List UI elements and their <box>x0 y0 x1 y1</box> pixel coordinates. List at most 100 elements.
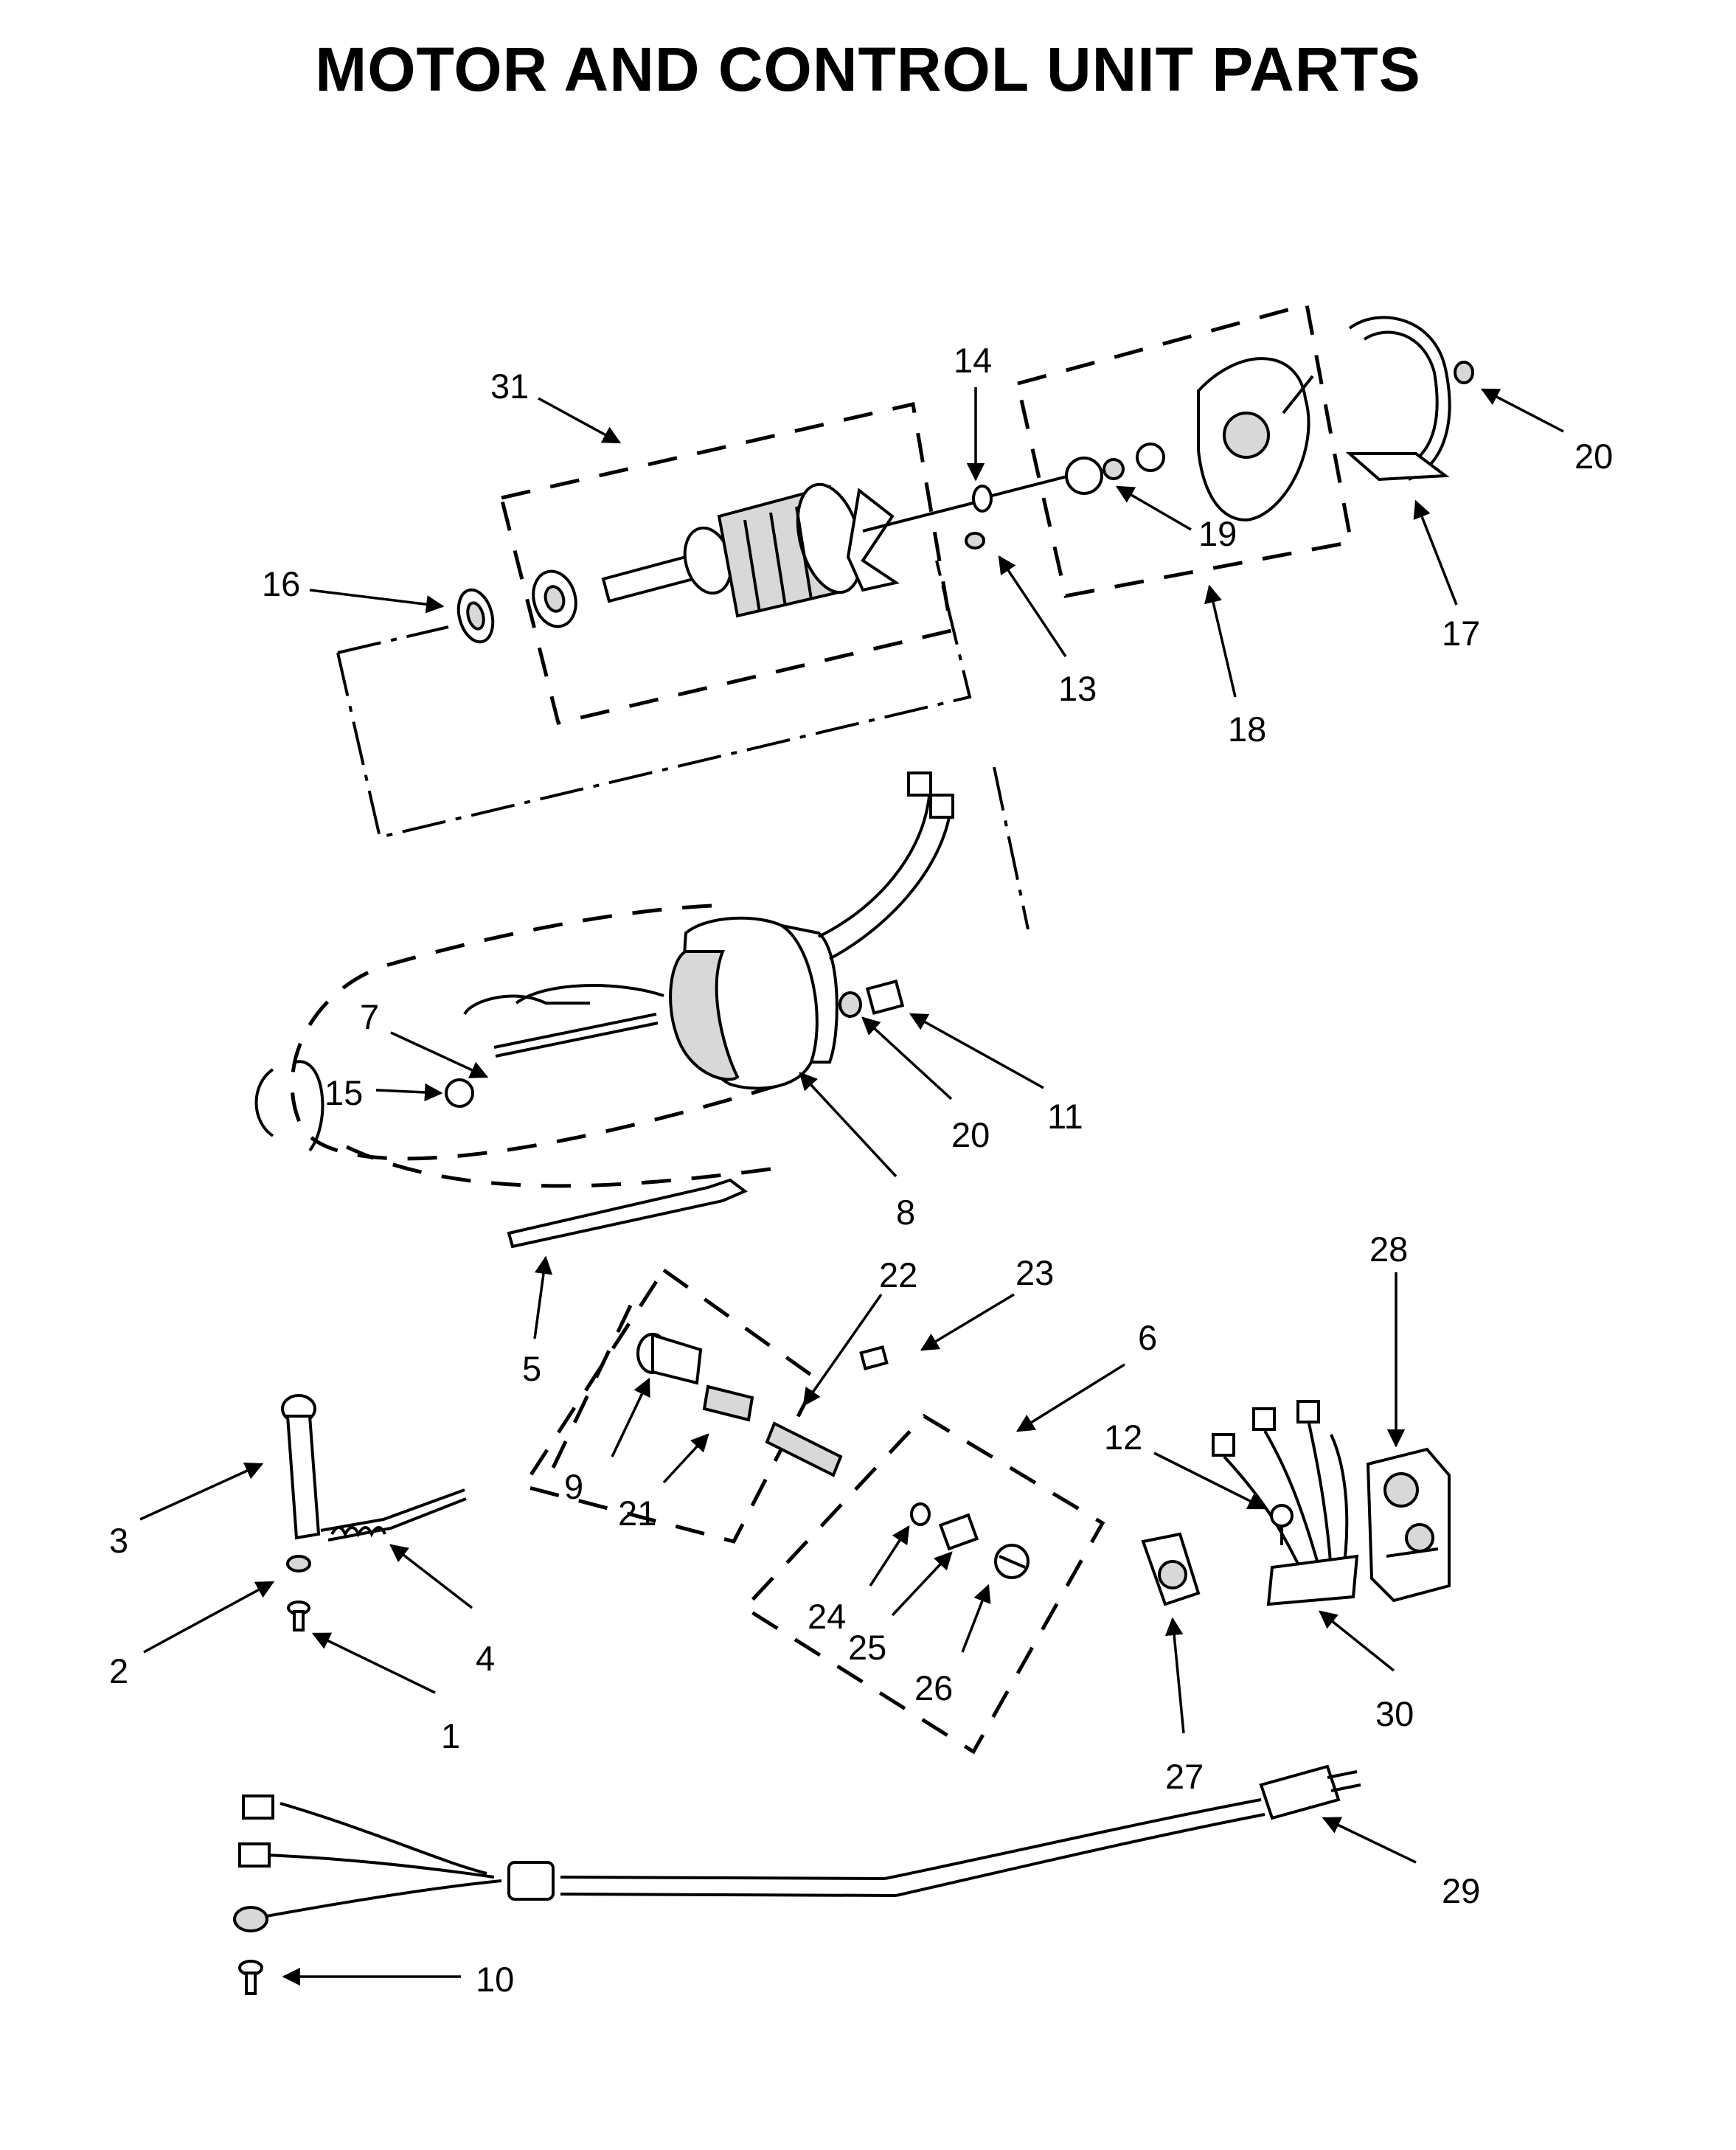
leader-27 <box>1164 1617 1185 1734</box>
leader-31 <box>538 397 622 444</box>
label-9: 9 <box>564 1467 583 1506</box>
screw-10 <box>238 1960 263 1995</box>
leader-4 <box>389 1544 473 1609</box>
motor-housing-8 <box>669 771 954 1090</box>
spring-23 <box>859 1345 889 1370</box>
contact-24 <box>910 1502 931 1526</box>
leader-1 <box>311 1632 436 1694</box>
leader-20-top <box>1480 388 1564 433</box>
leader-11 <box>909 1013 1044 1089</box>
control-board-30 <box>1212 1400 1359 1606</box>
leader-19 <box>1115 485 1192 531</box>
nut-20-top <box>1454 361 1474 384</box>
label-10: 10 <box>476 1960 514 1999</box>
phase-control-27 <box>1141 1532 1201 1606</box>
armature-assembly-outline <box>499 401 954 725</box>
label-24: 24 <box>808 1597 846 1636</box>
leader-29 <box>1322 1817 1417 1864</box>
label-12: 12 <box>1104 1418 1142 1457</box>
label-26: 26 <box>914 1668 953 1707</box>
leader-21 <box>662 1433 709 1484</box>
label-18: 18 <box>1228 710 1266 749</box>
nut-13 <box>965 532 985 549</box>
armature-31 <box>532 482 985 628</box>
spring-25 <box>938 1513 979 1551</box>
bracket-17 <box>1345 316 1451 482</box>
leader-16 <box>309 589 445 614</box>
label-8: 8 <box>896 1193 915 1232</box>
leader-6 <box>1015 1363 1125 1432</box>
strap-5 <box>507 1178 748 1249</box>
leader-20-mid <box>861 1016 953 1100</box>
brush-21 <box>702 1384 754 1422</box>
leader-17 <box>1413 499 1458 606</box>
brush-holder-outline <box>521 1267 820 1544</box>
leader-22 <box>802 1293 883 1407</box>
speed-control-outline <box>742 1413 1105 1755</box>
leader-15 <box>375 1083 443 1102</box>
label-22: 22 <box>879 1255 917 1294</box>
label-17: 17 <box>1442 614 1480 653</box>
leader-12 <box>1153 1452 1267 1510</box>
screw-1 <box>287 1601 310 1631</box>
label-14: 14 <box>954 341 992 380</box>
power-cord-29 <box>233 1764 1361 1932</box>
label-7: 7 <box>360 997 379 1036</box>
label-29: 29 <box>1442 1871 1480 1910</box>
leader-26 <box>961 1584 991 1653</box>
label-2: 2 <box>109 1651 128 1690</box>
page-title: MOTOR AND CONTROL UNIT PARTS <box>315 35 1421 104</box>
screw-26 <box>994 1544 1030 1579</box>
label-5: 5 <box>522 1349 541 1388</box>
label-31: 31 <box>490 367 529 406</box>
label-3: 3 <box>109 1521 128 1560</box>
washer-14 <box>972 485 993 513</box>
label-28: 28 <box>1369 1230 1408 1269</box>
screw-12 <box>1270 1504 1294 1545</box>
end-bell-assembly-outline <box>1015 302 1353 598</box>
leader-23 <box>920 1293 1015 1351</box>
bearing-16 <box>456 588 495 644</box>
leader-13 <box>998 555 1067 657</box>
leader-24 <box>869 1525 910 1587</box>
leader-9 <box>611 1377 650 1457</box>
star-washer-15 <box>445 1078 474 1108</box>
label-1: 1 <box>441 1716 460 1755</box>
label-16: 16 <box>262 564 300 603</box>
brush-22 <box>765 1421 843 1477</box>
leader-2 <box>143 1581 275 1654</box>
through-bolt-7 <box>463 984 664 1058</box>
label-4: 4 <box>476 1639 495 1678</box>
label-20-mid: 20 <box>951 1115 990 1154</box>
brush-holder-9 <box>636 1333 703 1385</box>
spring-4 <box>320 1488 467 1542</box>
leader-7 <box>390 1031 489 1078</box>
label-27: 27 <box>1165 1757 1204 1796</box>
leader-18 <box>1204 584 1237 698</box>
label-30: 30 <box>1375 1694 1414 1733</box>
housing-to-bearing-line <box>993 766 1030 930</box>
label-23: 23 <box>1015 1253 1054 1292</box>
spacer-11 <box>865 979 905 1016</box>
motor-cap <box>254 1060 324 1152</box>
label-11: 11 <box>1047 1097 1083 1136</box>
bracket-28 <box>1366 1447 1451 1603</box>
label-25: 25 <box>848 1628 886 1667</box>
leader-25 <box>891 1551 953 1617</box>
label-13: 13 <box>1058 669 1097 708</box>
washer-2 <box>286 1555 311 1572</box>
armature-to-housing-line <box>337 625 449 654</box>
label-6: 6 <box>1138 1318 1157 1357</box>
stator-assembly-outline-2 <box>345 1145 771 1188</box>
label-20-top: 20 <box>1574 437 1613 476</box>
label-21: 21 <box>618 1494 656 1533</box>
end-bell-18 <box>991 357 1314 522</box>
armature-to-housing-line-2 <box>336 560 972 839</box>
label-19: 19 <box>1198 514 1237 553</box>
leader-5 <box>533 1255 553 1339</box>
nut-20-mid <box>839 991 862 1018</box>
leader-30 <box>1319 1610 1395 1672</box>
lever-3 <box>281 1394 321 1540</box>
leader-3 <box>139 1462 264 1521</box>
